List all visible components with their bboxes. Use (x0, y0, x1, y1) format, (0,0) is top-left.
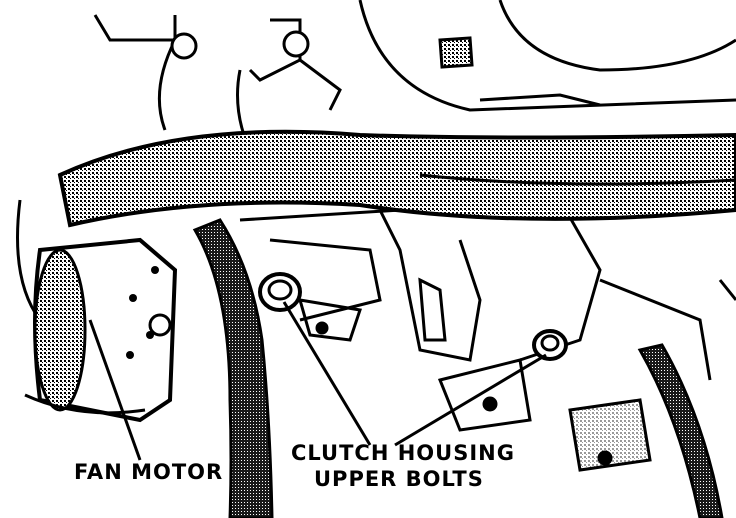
fan-motor-label: FAN MOTOR (74, 460, 224, 484)
clutch-housing-bolt-left (258, 272, 302, 312)
leader-lines (88, 301, 547, 461)
fan-motor (24, 237, 178, 423)
clutch-housing-label: CLUTCH HOUSING (291, 441, 515, 465)
bracket-tabs (170, 30, 613, 466)
hose-assembly (57, 129, 736, 518)
clutch-housing-bolt-right (532, 329, 568, 361)
upper-bolts-label: UPPER BOLTS (314, 467, 484, 491)
